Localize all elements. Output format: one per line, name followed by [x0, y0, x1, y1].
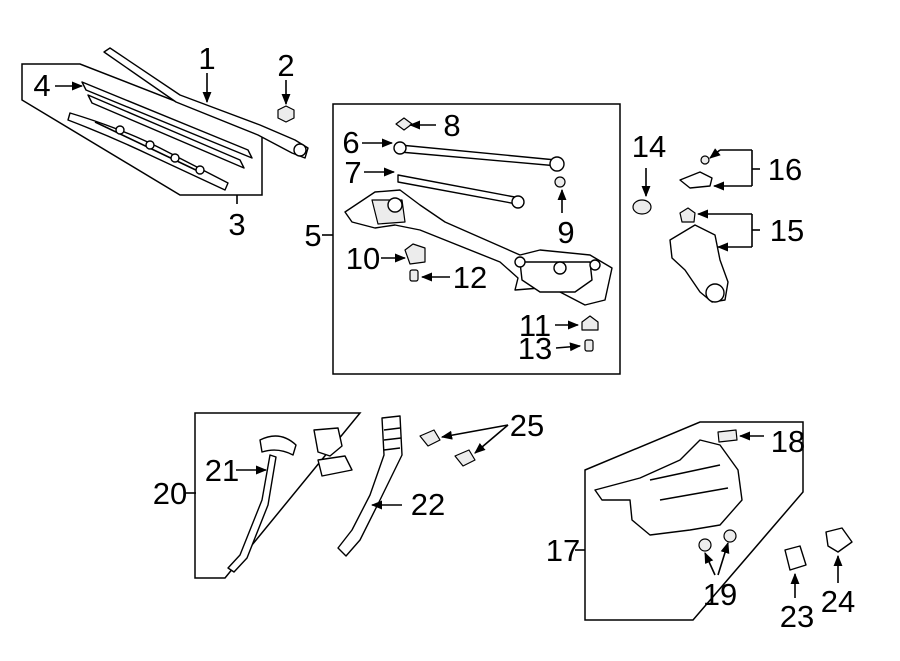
- svg-text:2: 2: [277, 48, 294, 83]
- callout-6: 6: [342, 125, 394, 160]
- svg-text:12: 12: [453, 260, 487, 295]
- svg-text:16: 16: [768, 152, 802, 187]
- callout-20: 20: [153, 476, 196, 511]
- svg-text:23: 23: [780, 599, 814, 634]
- callout-12: 12: [420, 260, 487, 295]
- wiper-arm: [103, 47, 309, 159]
- cap-14: [632, 199, 652, 215]
- callout-9: 9: [557, 188, 575, 250]
- svg-text:8: 8: [443, 108, 460, 143]
- washer-pump-23: [784, 545, 807, 571]
- callout-24: 24: [821, 554, 855, 619]
- svg-text:13: 13: [518, 331, 552, 366]
- callout-18: 18: [738, 424, 805, 459]
- callout-11: 11: [519, 308, 580, 343]
- svg-text:22: 22: [411, 487, 445, 522]
- callout-15: 15: [696, 209, 804, 252]
- callout-22: 22: [370, 487, 445, 522]
- washer-pump-24: [825, 527, 853, 553]
- callout-4: 4: [33, 68, 84, 103]
- arm-nut: [277, 105, 295, 123]
- washer-nozzles-25: [419, 429, 476, 467]
- callout-5: 5: [304, 218, 333, 253]
- callout-2: 2: [277, 48, 295, 106]
- callout-13: 13: [518, 331, 582, 366]
- filler-hose-22: [337, 415, 403, 557]
- svg-text:7: 7: [344, 155, 361, 190]
- svg-text:24: 24: [821, 584, 855, 619]
- svg-text:10: 10: [346, 241, 380, 276]
- grommet-11: [581, 315, 599, 331]
- nut-9: [554, 176, 566, 188]
- svg-text:17: 17: [546, 533, 580, 568]
- callout-7: 7: [344, 155, 396, 190]
- svg-text:4: 4: [33, 68, 50, 103]
- svg-text:9: 9: [557, 215, 574, 250]
- svg-text:18: 18: [771, 424, 805, 459]
- callout-8: 8: [408, 108, 461, 143]
- callout-19: 19: [703, 541, 737, 612]
- svg-text:5: 5: [304, 218, 321, 253]
- svg-text:19: 19: [703, 577, 737, 612]
- callout-17: 17: [546, 533, 585, 568]
- svg-text:3: 3: [228, 207, 245, 242]
- crank-16: [679, 155, 713, 189]
- svg-text:21: 21: [205, 453, 239, 488]
- callout-23: 23: [780, 572, 814, 634]
- callout-3: 3: [228, 195, 246, 242]
- group-17-reservoir-panel: [584, 421, 804, 621]
- svg-text:20: 20: [153, 476, 187, 511]
- svg-text:25: 25: [510, 408, 544, 443]
- grommet-10: [404, 243, 426, 265]
- svg-text:1: 1: [198, 41, 215, 76]
- wiper-motor-15: [669, 207, 729, 303]
- collar-13: [584, 339, 594, 352]
- callout-21: 21: [205, 453, 268, 488]
- svg-text:14: 14: [632, 129, 666, 164]
- group-3-wiper-blade-panel: [21, 63, 263, 196]
- svg-text:11: 11: [519, 308, 551, 343]
- callout-25: 25: [440, 408, 544, 454]
- group-5-linkage-panel: [332, 103, 621, 375]
- callout-16: 16: [709, 148, 802, 191]
- svg-text:15: 15: [770, 213, 804, 248]
- callout-1: 1: [198, 41, 216, 104]
- group-20-filler-panel: [194, 412, 362, 579]
- callout-10: 10: [346, 241, 407, 276]
- callout-14: 14: [632, 129, 666, 198]
- svg-text:6: 6: [342, 125, 359, 160]
- collar-12: [409, 269, 419, 282]
